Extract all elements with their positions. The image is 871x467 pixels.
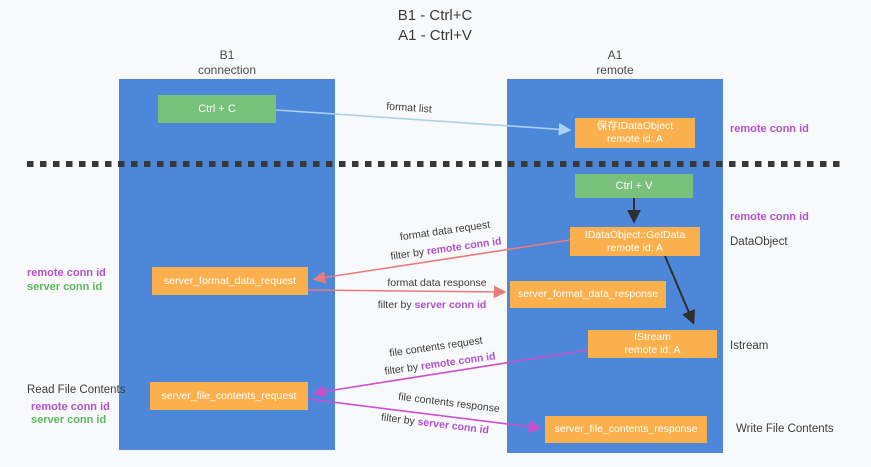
lane-left-title: B1 [219,48,235,62]
node-ctrl-v: Ctrl + V [575,174,693,198]
node-save-dataobject-line2: remote id: A [606,133,664,145]
filter-key-server-conn-id: server conn id [416,415,490,437]
node-ctrl-c: Ctrl + C [158,95,276,123]
annotation-write-file-contents: Write File Contents [736,423,834,435]
filter-key-server-conn-id: server conn id [414,299,487,311]
annotation-paste-remote-conn-id: remote conn id [730,211,809,223]
node-save-dataobject-line1: 保存IDataObject [596,120,674,132]
format-data-response-filter-label: filter by server conn id [378,299,487,311]
lane-left-subtitle: connection [197,63,257,77]
diagram-title-line1: B1 - Ctrl+C [397,7,473,24]
node-getdata-line2: remote id: A [606,241,664,254]
node-server-format-data-response-label: server_format_data_response [517,288,659,300]
node-idataobject-getdata: IDataObject::GetData remote id: A [570,227,700,256]
lane-header-left: B1 connection [119,48,335,78]
file-contents-response-label: file contents response [397,390,501,416]
node-server-file-contents-request-label: server_file_contents_request [161,389,297,402]
node-ctrl-c-label: Ctrl + C [198,102,236,115]
node-ctrl-v-label: Ctrl + V [615,179,653,192]
node-server-file-contents-request: server_file_contents_request [150,382,308,410]
diagram-title-line2: A1 - Ctrl+V [398,27,472,44]
lane-right-title: A1 [607,48,623,62]
file-contents-response-filter-label: filter by server conn id [380,411,489,436]
filter-by-text: filter by [389,245,428,263]
annotation-istream: Istream [730,340,769,352]
node-istream-line2: remote id: A [624,344,681,356]
node-save-dataobject: 保存IDataObject remote id: A [575,118,695,148]
filter-key-remote-conn-id: remote conn id [426,235,503,258]
lane-header-right: A1 remote [507,48,723,78]
node-server-file-contents-response: server_file_contents_response [545,416,707,443]
annotation-format-server-conn-id: server conn id [27,281,103,293]
annotation-format-remote-conn-id: remote conn id [27,267,106,279]
node-istream: IStream remote id: A [588,330,717,358]
format-data-response-arrow [307,285,507,299]
node-server-format-data-request-label: server_format_data_request [164,274,296,287]
annotation-read-file-contents: Read File Contents [27,384,126,396]
node-istream-line1: IStream [634,331,671,343]
node-server-format-data-response: server_format_data_response [510,281,666,308]
annotation-file-remote-conn-id: remote conn id [31,401,110,413]
filter-by-text: filter by [380,411,419,428]
node-getdata-line1: IDataObject::GetData [584,228,686,241]
annotation-dataobject: DataObject [730,236,788,248]
annotation-file-server-conn-id: server conn id [31,414,107,426]
format-data-response-label: format data response [387,277,487,289]
filter-by-text: filter by [383,360,422,378]
diagram-title: B1 - Ctrl+C A1 - Ctrl+V [285,6,585,46]
filter-by-text: filter by [377,299,415,311]
lane-right-subtitle: remote [596,63,634,77]
node-server-format-data-request: server_format_data_request [152,267,308,295]
format-list-label: format list [385,100,433,116]
node-server-file-contents-response-label: server_file_contents_response [554,423,698,435]
annotation-save-remote-conn-id: remote conn id [730,123,809,135]
